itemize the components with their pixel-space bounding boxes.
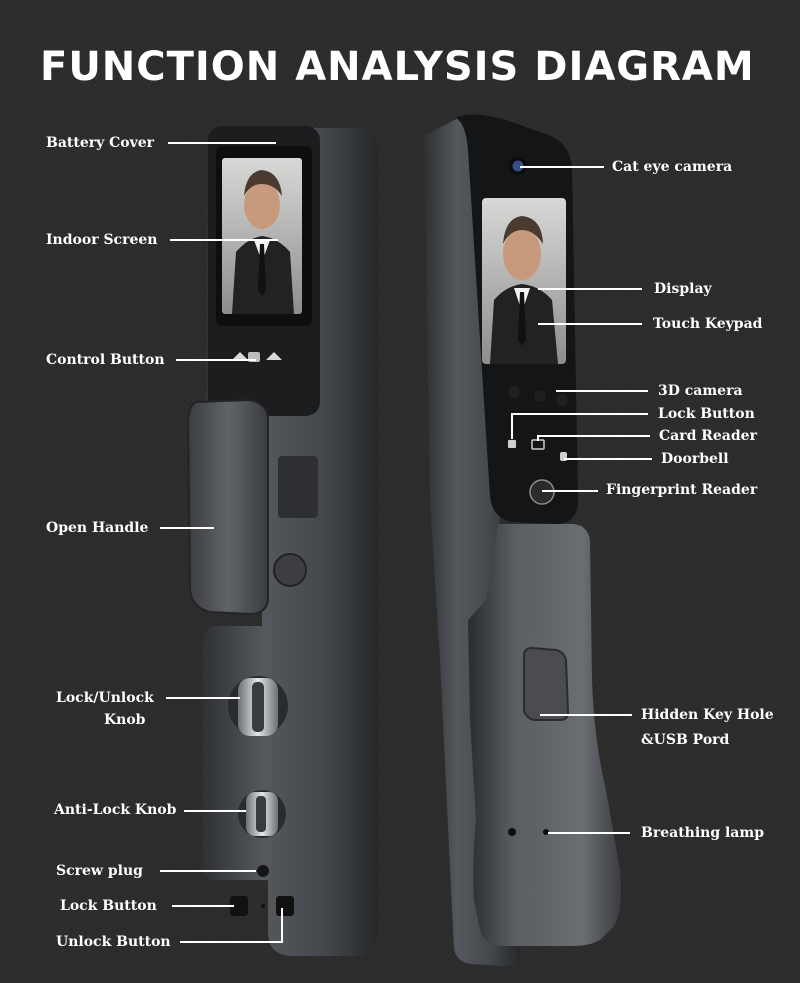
label-lock-button-outdoor: Lock Button [658,405,755,423]
outdoor-handle [468,524,621,946]
breathing-lamp [508,828,516,836]
fingerprint-reader [530,480,554,504]
hidden-key-hole-cover [524,648,568,720]
label-3d-camera: 3D camera [658,382,743,400]
label-fingerprint-reader: Fingerprint Reader [606,481,757,499]
label-lock-button-indoor: Lock Button [60,897,157,915]
open-handle [188,400,268,614]
outdoor-lock-unit [424,114,621,966]
leader-screw-plug [160,870,256,872]
label-lock-unlock-knob-line1: Lock/Unlock [56,689,154,707]
indoor-unlock-button [276,896,294,916]
leader-hidden-key-hole [540,714,632,716]
label-indoor-screen: Indoor Screen [46,231,157,249]
leader-display [538,288,642,290]
leader-card-reader-riser [537,435,539,441]
leader-anti-lock-knob [184,810,246,812]
leader-lock-button-outdoor [512,413,648,415]
indoor-lock-unit [188,126,378,956]
label-hidden-key-hole-line1: Hidden Key Hole [641,706,774,724]
outdoor-lock-button [508,440,516,448]
screw-plug [257,865,269,877]
leader-control-button [176,359,256,361]
leader-touch-keypad [538,323,642,325]
leader-doorbell [564,458,652,460]
label-control-button: Control Button [46,351,165,369]
label-touch-keypad: Touch Keypad [653,315,762,333]
label-hidden-key-hole-line2: &USB Pord [641,731,729,749]
leader-fingerprint-reader [542,490,598,492]
label-battery-cover: Battery Cover [46,134,154,152]
leader-unlock-button [180,941,282,943]
label-anti-lock-knob: Anti-Lock Knob [54,801,176,819]
label-card-reader: Card Reader [659,427,757,445]
leader-card-reader [538,435,650,437]
label-cat-eye-camera: Cat eye camera [612,158,732,176]
leader-indoor-screen [170,239,278,241]
leader-lock-unlock-knob [166,697,240,699]
label-screw-plug: Screw plug [56,862,143,880]
label-doorbell: Doorbell [661,450,729,468]
open-handle-spindle [274,554,306,586]
leader-unlock-button-riser [281,908,283,943]
leader-breathing-lamp [548,832,630,834]
label-breathing-lamp: Breathing lamp [641,824,764,842]
leader-lock-button-indoor [172,905,234,907]
leader-cat-eye-camera [520,166,604,168]
lock-unlock-knob [228,676,288,736]
label-unlock-button: Unlock Button [56,933,171,951]
label-open-handle: Open Handle [46,519,148,537]
leader-lock-button-outdoor-riser [511,413,513,439]
label-lock-unlock-knob-line2: Knob [104,711,145,729]
open-handle-slot [278,456,318,518]
leader-battery-cover [168,142,276,144]
leader-open-handle [160,527,214,529]
label-display: Display [654,280,712,298]
anti-lock-knob [238,790,286,838]
leader-3d-camera [556,390,648,392]
